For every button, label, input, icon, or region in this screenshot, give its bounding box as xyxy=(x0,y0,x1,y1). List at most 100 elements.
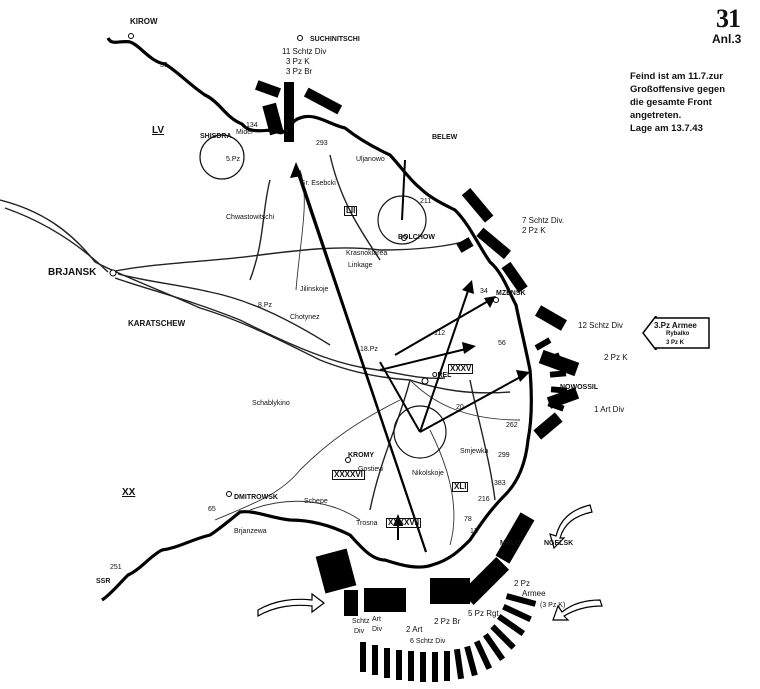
arc-seg xyxy=(360,642,366,672)
town-dmitrowsk xyxy=(226,491,232,497)
reserve-circle xyxy=(393,405,447,459)
arc-seg xyxy=(547,400,565,412)
division-number: 8.Pz xyxy=(258,302,273,309)
town-orel xyxy=(421,377,429,385)
place-shisdra-sub: Mider xyxy=(236,129,254,136)
arc-seg xyxy=(490,624,516,650)
annex-label: Anl.3 xyxy=(712,32,742,46)
enemy-label: (3 Pz K) xyxy=(540,602,566,609)
note-line: Lage am 13.7.43 xyxy=(630,123,703,134)
division-number: 12 xyxy=(470,528,478,535)
division-number: 20 xyxy=(456,404,464,411)
river-oka-2 xyxy=(117,273,331,346)
arc-seg xyxy=(464,645,478,677)
arrow-line xyxy=(401,159,406,221)
division-number: 112 xyxy=(434,330,446,337)
corps-label: XXXV xyxy=(448,364,474,374)
river-small-4 xyxy=(469,379,496,501)
attack-block xyxy=(284,82,294,142)
enemy-label: 3 Pz Br xyxy=(286,67,313,76)
corps-label: XLI xyxy=(452,482,469,492)
corps-label: LV xyxy=(152,125,165,136)
arrow-head xyxy=(393,514,403,526)
place-brjansk: BRJANSK xyxy=(48,267,97,278)
division-number: 262 xyxy=(506,422,518,429)
road-3 xyxy=(249,500,361,521)
attack-block xyxy=(501,261,528,293)
division-number: 383 xyxy=(494,480,506,487)
pz-army-line3: 3 Pz K xyxy=(666,340,685,346)
attack-block xyxy=(456,237,474,253)
arc-seg xyxy=(550,386,568,394)
front-line xyxy=(101,37,533,602)
note-line: die gesamte Front xyxy=(630,97,712,108)
arrow-heads xyxy=(290,162,530,526)
place-kromy: KROMY xyxy=(348,452,375,459)
attack-block xyxy=(535,305,567,331)
hollow-arrow xyxy=(549,504,593,550)
hollow-arrow xyxy=(552,599,603,621)
arc-seg xyxy=(482,632,506,662)
attack-block xyxy=(495,512,535,564)
enemy-label: Armee xyxy=(522,589,546,598)
division-number: 34 xyxy=(480,288,488,295)
note-line: Großoffensive gegen xyxy=(630,84,726,95)
attack-block xyxy=(430,578,470,604)
enemy-label: 2 Art xyxy=(406,625,423,634)
town-kromy xyxy=(345,457,351,463)
place-sssr: SSR xyxy=(96,578,111,585)
place-chotynez: Chotynez xyxy=(290,314,320,321)
division-number: 216 xyxy=(478,496,490,503)
attack-block xyxy=(262,102,284,136)
arc-seg xyxy=(384,648,390,678)
division-number: 251 xyxy=(110,564,122,571)
place-gostiew: Gostiew xyxy=(358,466,384,473)
river-desna-2 xyxy=(4,207,109,273)
pz-army-label: 3.Pz Armee Rybalko 3 Pz K xyxy=(654,321,697,348)
arrow-head xyxy=(516,370,530,382)
enemy-label: Schtz xyxy=(352,618,370,625)
place-suchinitschi: SUCHINITSCHI xyxy=(310,36,360,43)
corps-label: XX xyxy=(122,487,136,498)
division-number: 299 xyxy=(498,452,510,459)
town-suchinitschi xyxy=(297,35,303,41)
corps-label: LII xyxy=(344,206,358,216)
arc-seg xyxy=(496,613,526,637)
place-krasnoklarea: Krasnoklarea xyxy=(346,250,388,257)
arc-seg xyxy=(543,352,561,364)
arc-seg xyxy=(408,651,414,681)
arrow-head xyxy=(462,280,474,294)
arrow-line xyxy=(379,347,471,371)
place-mzensk: MZENSK xyxy=(496,290,526,297)
attack-block xyxy=(533,412,563,440)
attack-block xyxy=(364,588,406,612)
place-brjanzewa: Brjanzewa xyxy=(234,528,267,535)
pz-army-line1: 3.Pz Armee xyxy=(654,321,697,330)
place-smjewka: Smjewka xyxy=(460,448,489,455)
corps-label: XXXXVII xyxy=(386,518,422,528)
note-line: angetreten. xyxy=(630,110,682,121)
attack-block xyxy=(303,87,343,115)
river-small-2 xyxy=(329,154,381,261)
town-brjansk xyxy=(109,269,117,277)
arrow-line xyxy=(379,361,421,433)
place-schepe: Schepe xyxy=(304,498,328,505)
hollow-arrow xyxy=(257,592,325,618)
place-schablykino: Schablykino xyxy=(252,400,290,407)
attack-block xyxy=(461,187,494,223)
enemy-label: Div xyxy=(372,626,383,633)
division-number: 36 xyxy=(160,62,168,69)
place-dmitrowsk: DMITROWSK xyxy=(234,494,278,501)
road-4 xyxy=(214,399,401,521)
enemy-label: 5 Pz Rgt xyxy=(468,609,499,618)
arc-seg xyxy=(502,603,532,623)
place-uljanowo: Uljanowo xyxy=(356,156,385,163)
arc-seg xyxy=(549,370,567,378)
town-bolchow xyxy=(401,235,407,241)
place-linkage: Linkage xyxy=(348,262,373,269)
place-shisdra: SHISDRA xyxy=(200,133,232,140)
river-small-1 xyxy=(249,179,271,281)
attack-block xyxy=(344,590,358,616)
road-2 xyxy=(409,379,521,421)
